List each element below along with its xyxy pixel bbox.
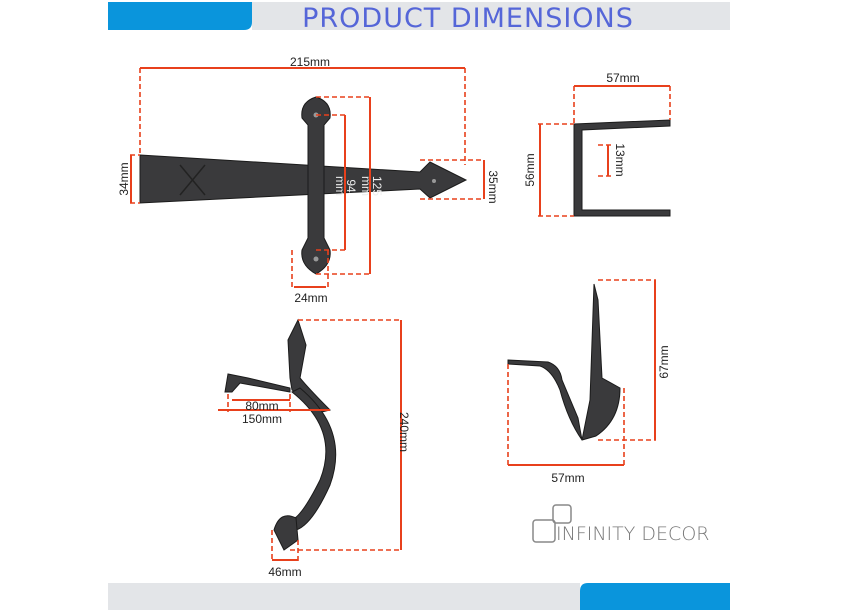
handle-outer-label: 150mm	[242, 412, 282, 426]
handle-height-label: 240mm	[397, 412, 411, 452]
staple-height-label: 56mm	[523, 153, 537, 186]
header-grey-bar	[252, 2, 730, 30]
page-title: PRODUCT DIMENSIONS	[302, 3, 634, 34]
strap-width-label: 24mm	[294, 291, 327, 305]
latch-width-label: 57mm	[551, 471, 584, 485]
handle-base-label: 46mm	[268, 565, 301, 579]
hinge-length-label: 215mm	[290, 55, 330, 69]
strap-inner-value: 94	[344, 179, 358, 193]
handle-inner-label: 80mm	[245, 399, 278, 413]
hinge-drawing	[130, 67, 485, 290]
staple-width-label: 57mm	[606, 71, 639, 85]
latch-drawing	[507, 279, 656, 466]
brand-logo: INFINITY DECOR	[532, 504, 709, 545]
header-accent-bar	[108, 2, 252, 30]
hinge-left-height-label: 34mm	[117, 162, 131, 195]
hinge-right-height-label: 35mm	[486, 170, 500, 203]
handle-drawing	[218, 318, 402, 562]
footer-grey-bar	[108, 583, 580, 610]
staple-drawing	[538, 85, 671, 217]
strap-outer-unit: mm	[359, 176, 373, 196]
footer-accent-bar	[580, 583, 730, 610]
latch-height-label: 67mm	[657, 345, 671, 378]
brand-name: INFINITY DECOR	[556, 523, 709, 545]
staple-gap-label: 13mm	[613, 143, 627, 176]
strap-outer-value: 125	[370, 176, 384, 196]
strap-inner-unit: mm	[333, 176, 347, 196]
